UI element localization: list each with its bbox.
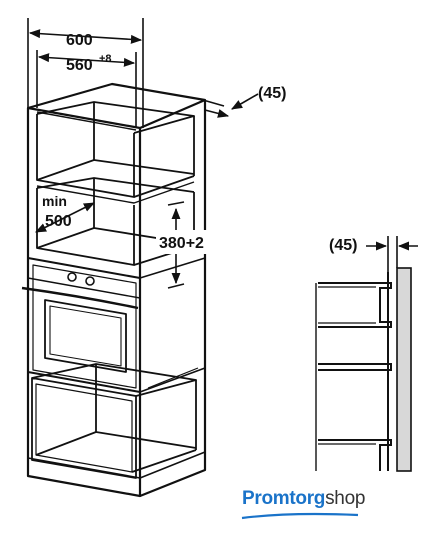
logo-part-primary: Promtorg [242,488,326,509]
min-label: min [42,193,67,209]
promtorgshop-logo: Promtorgshop [242,488,365,510]
width-outer-label: 600 [66,32,93,49]
niche-height-label: 380+2 [159,235,204,252]
side-gap-label: (45) [329,237,357,254]
logo-part-secondary: shop [325,488,366,509]
wall [396,267,412,472]
oven [21,257,206,393]
min-value-label: 500 [45,213,72,230]
min-depth-dimension [34,202,96,233]
width-inner-label: 560 [66,57,93,74]
width-inner-tolerance: +8 [99,53,112,65]
side-section-view: (45) [315,236,418,472]
cabinet [26,82,207,498]
top-gap-label: (45) [258,85,286,102]
oven-knob-left [67,272,77,282]
logo-swoosh [241,512,359,520]
niche-height-label-bg [156,230,216,254]
lower-compartment [31,363,197,479]
oven-knob-right [85,276,95,286]
top-gap-dimension [202,93,259,118]
